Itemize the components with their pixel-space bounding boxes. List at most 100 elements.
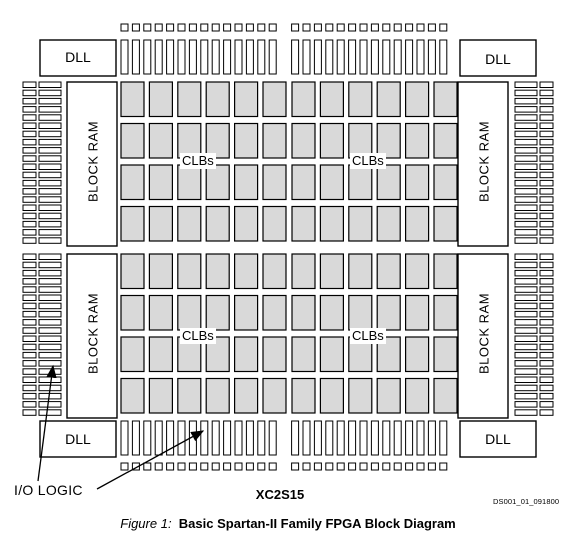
io-cell-top xyxy=(257,39,266,75)
io-cell-right xyxy=(514,179,538,187)
io-pad-left xyxy=(22,163,37,170)
io-pad-right xyxy=(539,269,554,277)
io-cell-right xyxy=(514,220,538,228)
io-pad-left xyxy=(22,188,37,195)
dll-blocks xyxy=(39,39,537,458)
io-cell-top xyxy=(393,39,402,75)
io-cell-left xyxy=(38,278,62,285)
chip-name: XC2S15 xyxy=(255,487,305,502)
io-cell-left xyxy=(38,122,62,129)
io-cell-right xyxy=(514,392,538,400)
io-pad-left xyxy=(22,376,37,383)
clb-cell xyxy=(205,253,230,290)
clb-cell xyxy=(291,205,316,242)
io-cell-bottom xyxy=(416,420,425,456)
io-cell-left xyxy=(38,179,62,187)
io-pad-right xyxy=(539,97,554,105)
caption-prefix: Figure 1: xyxy=(120,516,172,531)
io-pad-left xyxy=(22,147,37,154)
clb-label-bottom-left: CLBs xyxy=(180,328,216,344)
io-cell-top xyxy=(188,39,197,75)
clb-cell xyxy=(205,336,230,373)
clb-cell xyxy=(405,336,430,373)
io-cell-left xyxy=(38,138,62,146)
io-cell-right xyxy=(514,229,538,236)
io-pad-top xyxy=(336,23,345,32)
io-cell-right xyxy=(514,294,538,301)
clb-cell xyxy=(120,164,145,201)
io-pad-bottom xyxy=(154,462,163,471)
io-cell-left xyxy=(38,253,62,260)
io-pad-right xyxy=(539,401,554,408)
clb-cell xyxy=(262,205,287,242)
io-pad-bottom xyxy=(348,462,357,471)
io-pad-bottom xyxy=(370,462,379,471)
io-cell-left xyxy=(38,261,62,269)
io-cell-left xyxy=(38,343,62,351)
io-cell-bottom xyxy=(393,420,402,456)
clb-cell xyxy=(148,205,173,242)
io-pad-right xyxy=(539,302,554,310)
io-cell-left xyxy=(38,335,62,342)
io-pad-left xyxy=(22,409,37,416)
io-pad-left xyxy=(22,360,37,367)
clb-cell xyxy=(234,122,259,159)
io-cell-right xyxy=(514,409,538,416)
io-pad-bottom xyxy=(177,462,186,471)
io-cell-right xyxy=(514,122,538,129)
clb-cell xyxy=(262,336,287,373)
io-pad-right xyxy=(539,155,554,162)
clb-cell xyxy=(405,122,430,159)
io-pad-bottom xyxy=(211,462,220,471)
clb-cell xyxy=(291,81,316,118)
io-pad-left xyxy=(22,384,37,392)
io-cell-right xyxy=(514,269,538,277)
io-cell-bottom xyxy=(313,420,322,456)
io-cell-bottom xyxy=(177,420,186,456)
io-pad-bottom xyxy=(313,462,322,471)
io-pad-right xyxy=(539,335,554,342)
io-cell-left xyxy=(38,392,62,400)
block-ram-top-left xyxy=(66,81,118,247)
io-cell-right xyxy=(514,81,538,88)
block-ram-top-right xyxy=(457,81,509,247)
clb-cell xyxy=(262,253,287,290)
io-cell-bottom xyxy=(257,420,266,456)
clb-cell xyxy=(376,122,401,159)
io-pad-right xyxy=(539,212,554,220)
clb-cell xyxy=(234,81,259,118)
clb-cell xyxy=(319,336,344,373)
io-cell-top xyxy=(405,39,414,75)
io-pad-right xyxy=(539,138,554,146)
io-pad-bottom xyxy=(245,462,254,471)
io-pad-right xyxy=(539,122,554,129)
io-cell-bottom xyxy=(223,420,232,456)
io-cell-left xyxy=(38,294,62,301)
io-cell-bottom xyxy=(359,420,368,456)
io-cell-bottom xyxy=(370,420,379,456)
io-pad-left xyxy=(22,253,37,260)
io-cell-bottom xyxy=(131,420,140,456)
io-pad-top xyxy=(166,23,175,32)
io-pad-bottom xyxy=(188,462,197,471)
io-cell-top xyxy=(154,39,163,75)
io-pad-right xyxy=(539,188,554,195)
io-cell-bottom xyxy=(268,420,277,456)
io-pad-top xyxy=(257,23,266,32)
io-pad-right xyxy=(539,278,554,285)
io-pad-top xyxy=(177,23,186,32)
io-pad-top xyxy=(370,23,379,32)
io-cell-right xyxy=(514,302,538,310)
clb-cell xyxy=(120,81,145,118)
clb-cell xyxy=(405,253,430,290)
io-cell-right xyxy=(514,196,538,203)
io-pad-left xyxy=(22,81,37,88)
clb-cell xyxy=(205,377,230,414)
io-pad-left xyxy=(22,171,37,179)
io-cell-bottom xyxy=(166,420,175,456)
io-pad-bottom xyxy=(291,462,300,471)
io-pad-top xyxy=(313,23,322,32)
io-pad-right xyxy=(539,237,554,244)
io-cell-right xyxy=(514,278,538,285)
clb-cell xyxy=(148,294,173,331)
